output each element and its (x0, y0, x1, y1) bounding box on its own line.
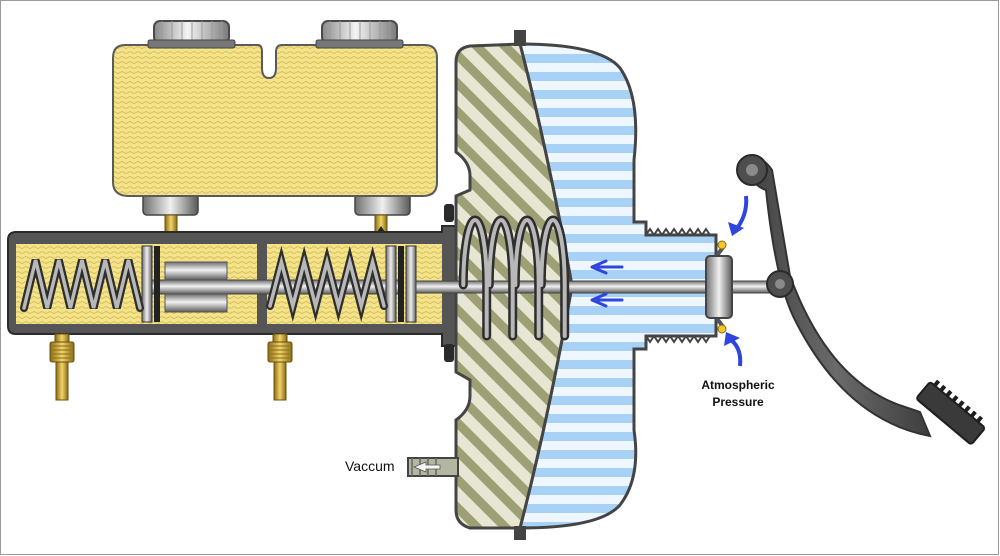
pedal-pad (916, 379, 986, 445)
secondary-spring (266, 246, 388, 322)
booster-neck-ribs (645, 227, 711, 344)
vacuum-flow-arrow-icon (412, 461, 441, 473)
reservoir-caps (147, 20, 404, 49)
primary-spring (20, 259, 144, 312)
atmospheric-pressure-label: Atmospheric Pressure (686, 377, 790, 411)
atmospheric-label-line1: Atmospheric (701, 378, 775, 392)
fluid-reservoir (112, 20, 438, 246)
atmospheric-label-line2: Pressure (712, 395, 764, 409)
booster-return-spring (458, 215, 570, 341)
pushrod-clevis (775, 279, 785, 289)
pedal-pivot (746, 164, 758, 176)
vacuum-label: Vaccum (345, 458, 395, 474)
brake-pedal (736, 154, 986, 445)
reservoir-body (112, 44, 438, 197)
cylinder-outlet-ports (49, 333, 293, 401)
atmospheric-flow-arrows-icon (590, 195, 749, 367)
booster-mount-bolts (444, 204, 454, 362)
vacuum-port (407, 457, 459, 477)
brake-booster (407, 30, 777, 540)
air-valve (705, 240, 733, 334)
